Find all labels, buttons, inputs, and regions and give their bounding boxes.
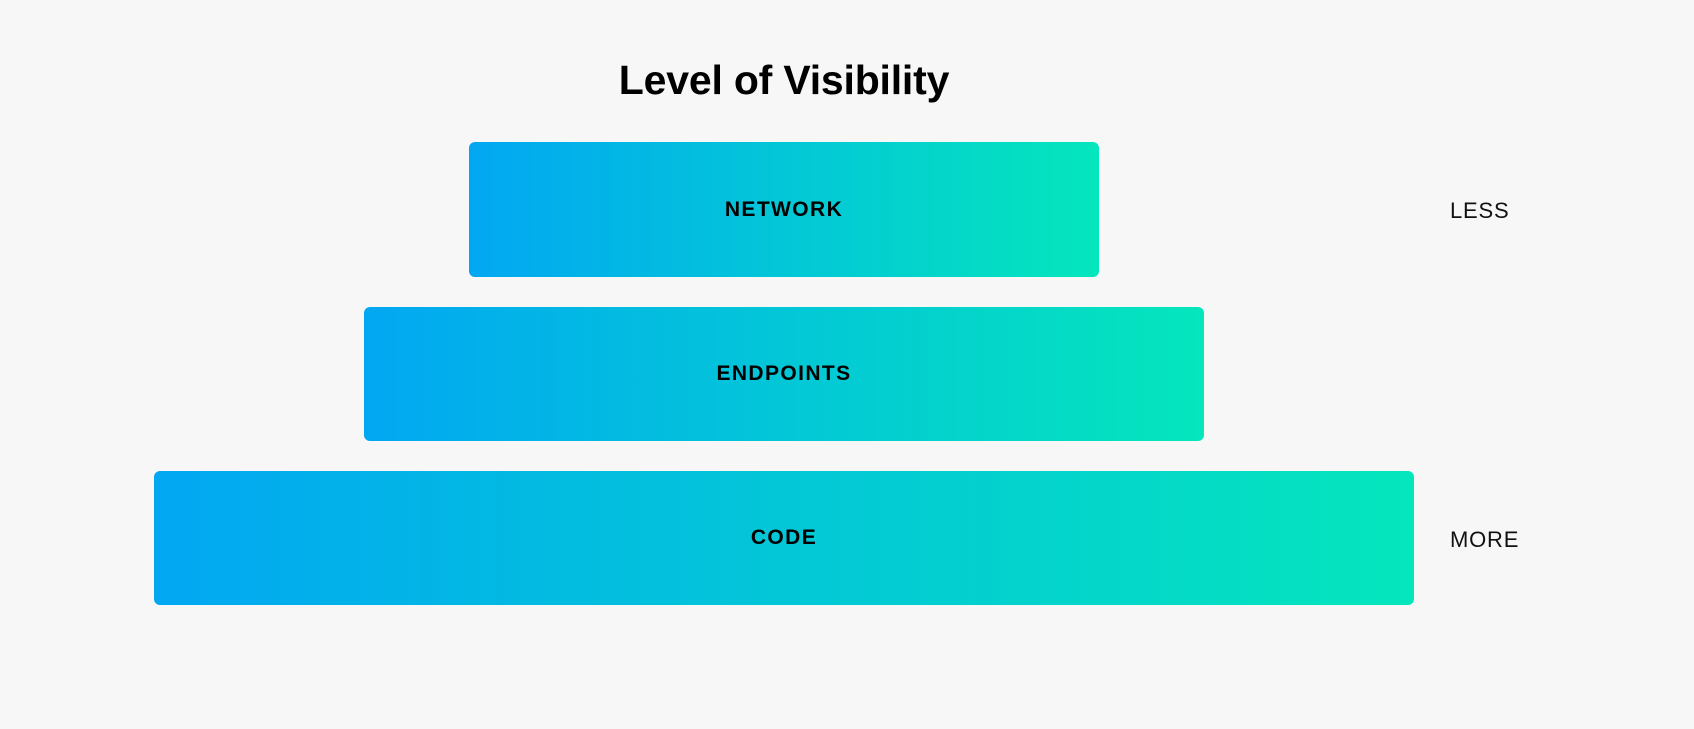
funnel-bar-code: CODE — [154, 471, 1414, 605]
funnel-bar-label-network: NETWORK — [724, 197, 844, 221]
scale-label-less: LESS — [1450, 198, 1510, 223]
page-title: Level of Visibility — [618, 57, 950, 103]
funnel-bar-label-endpoints: ENDPOINTS — [716, 362, 852, 385]
funnel-bar-network: NETWORK — [469, 142, 1099, 277]
funnel-bar-endpoints: ENDPOINTS — [364, 307, 1204, 441]
scale-label-more: MORE — [1450, 527, 1520, 552]
funnel-bar-label-code: CODE — [750, 526, 818, 549]
